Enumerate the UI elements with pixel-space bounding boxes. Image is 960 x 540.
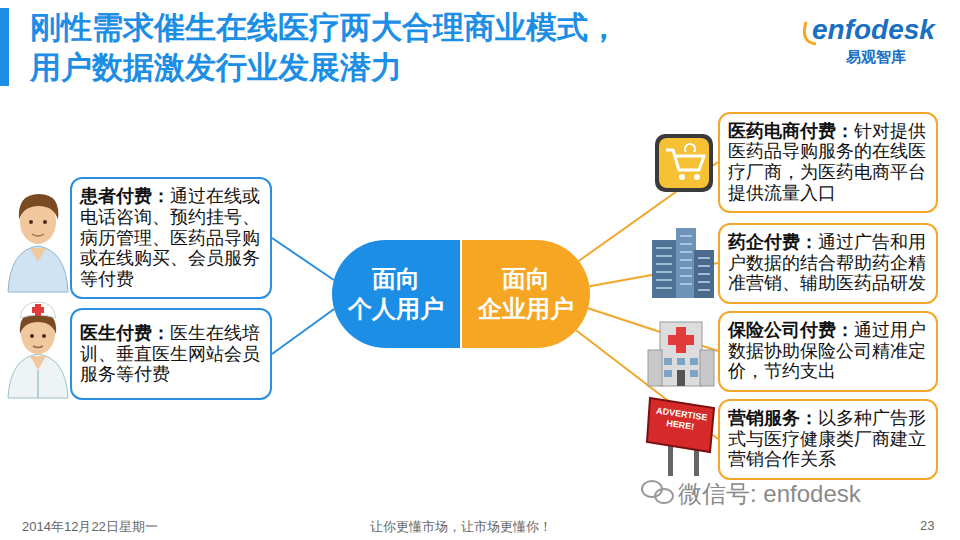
payment-box: 医生付费：医生在线培训、垂直医生网站会员服务等付费 [70, 308, 272, 400]
node-heading: 医药电商付费： [728, 121, 854, 141]
illustration-part [19, 194, 59, 220]
connector-line [579, 162, 718, 261]
payment-box: 患者付费：通过在线或电话咨询、预约挂号、病历管理、医药品导购或在线购买、会员服务… [70, 177, 272, 299]
illustration-part [642, 481, 662, 497]
illustration-part [677, 370, 685, 386]
node-heading: 保险公司付费： [728, 320, 854, 340]
illustration-part [647, 398, 714, 452]
text-block: 营销服务：以多种广告形式与医疗健康类厂商建立营销合作关系 [728, 408, 928, 470]
illustration-part [677, 358, 685, 365]
footer-slogan: 让你更懂市场，让市场更懂你！ [370, 518, 552, 536]
billboard-icon [647, 398, 714, 476]
illustration-part [32, 307, 44, 313]
text-block: 面向 企业用户 [470, 264, 582, 324]
patient-icon [8, 194, 68, 292]
illustration-part [656, 236, 710, 290]
audience-half-pill: 面向 个人用户 [332, 240, 460, 348]
illustration-part [8, 246, 68, 292]
illustration-part [20, 302, 56, 318]
payment-box: 保险公司付费：通过用户数据协助保险公司精准定价，节约支出 [718, 311, 938, 392]
illustration-part [700, 350, 714, 386]
connector-line [272, 238, 334, 280]
audience-half-pill: 面向 企业用户 [462, 240, 590, 348]
cart-icon [655, 134, 713, 192]
illustration-part [652, 240, 676, 298]
illustration-part [30, 334, 34, 338]
node-heading: 药企付费： [728, 232, 818, 252]
illustration-part [664, 370, 672, 377]
illustration-part [656, 248, 672, 288]
node-heading: 医生付费： [80, 323, 170, 343]
text-block: 保险公司付费：通过用户数据协助保险公司精准定价，节约支出 [728, 320, 928, 382]
illustration-part [668, 335, 694, 345]
illustration-part [666, 150, 704, 170]
illustration-part [29, 220, 33, 224]
illustration-part [690, 358, 698, 365]
illustration-part [694, 250, 714, 298]
illustration-part [32, 234, 44, 236]
text-block: 医药电商付费：针对提供医药品导购服务的在线医疗厂商，为医药电商平台提供流量入口 [728, 121, 928, 204]
illustration-part [698, 258, 710, 290]
wechat-icon [642, 481, 673, 503]
logo-text: enfodesk [812, 14, 935, 46]
illustration-part [694, 174, 700, 180]
logo-subtitle: 易观智库 [846, 48, 906, 67]
illustration-part [8, 354, 68, 398]
node-heading: 营销服务： [728, 408, 818, 428]
wechat-id: 微信号: enfodesk [678, 478, 861, 510]
illustration-part [685, 144, 695, 152]
illustration-part [30, 356, 46, 370]
nurse-icon [8, 302, 68, 398]
title-bar [0, 8, 9, 86]
payment-box: 营销服务：以多种广告形式与医疗健康类厂商建立营销合作关系 [718, 399, 938, 480]
node-heading: 面向 企业用户 [478, 265, 574, 322]
illustration-part [30, 248, 46, 262]
hospital-icon [648, 322, 714, 386]
page-number: 23 [920, 518, 934, 533]
illustration-part [648, 350, 662, 386]
title: 刚性需求催生在线医疗两大合理商业模式， 用户数据激发行业发展潜力 [30, 8, 750, 89]
illustration-part [679, 174, 685, 180]
node-heading: 患者付费： [80, 186, 170, 206]
illustration-part [655, 134, 713, 192]
text-block: 患者付费：通过在线或电话咨询、预约挂号、病历管理、医药品导购或在线购买、会员服务… [80, 186, 262, 289]
node-heading: 面向 个人用户 [348, 265, 444, 322]
illustration-part [43, 220, 47, 224]
text-block: 面向 个人用户 [340, 264, 452, 324]
illustration-part [660, 322, 702, 386]
illustration-part [42, 334, 46, 338]
illustration-part [690, 370, 698, 377]
illustration-part [659, 138, 709, 188]
illustration-part [33, 346, 43, 348]
footer-date: 2014年12月22日星期一 [22, 518, 158, 536]
illustration-part [37, 370, 39, 398]
office-buildings-icon [652, 228, 714, 298]
text-block: 医生付费：医生在线培训、垂直医生网站会员服务等付费 [80, 323, 262, 385]
connector-line [272, 309, 334, 354]
payment-box: 医药电商付费：针对提供医药品导购服务的在线医疗厂商，为医药电商平台提供流量入口 [718, 112, 938, 213]
payment-box: 药企付费：通过广告和用户数据的结合帮助药企精准营销、辅助医药品研发 [718, 223, 938, 304]
illustration-part [676, 228, 696, 298]
illustration-part [664, 358, 672, 365]
illustration-part [680, 236, 692, 284]
illustration-part [655, 489, 673, 503]
text-block: 药企付费：通过广告和用户数据的结合帮助药企精准营销、辅助医药品研发 [728, 232, 928, 294]
